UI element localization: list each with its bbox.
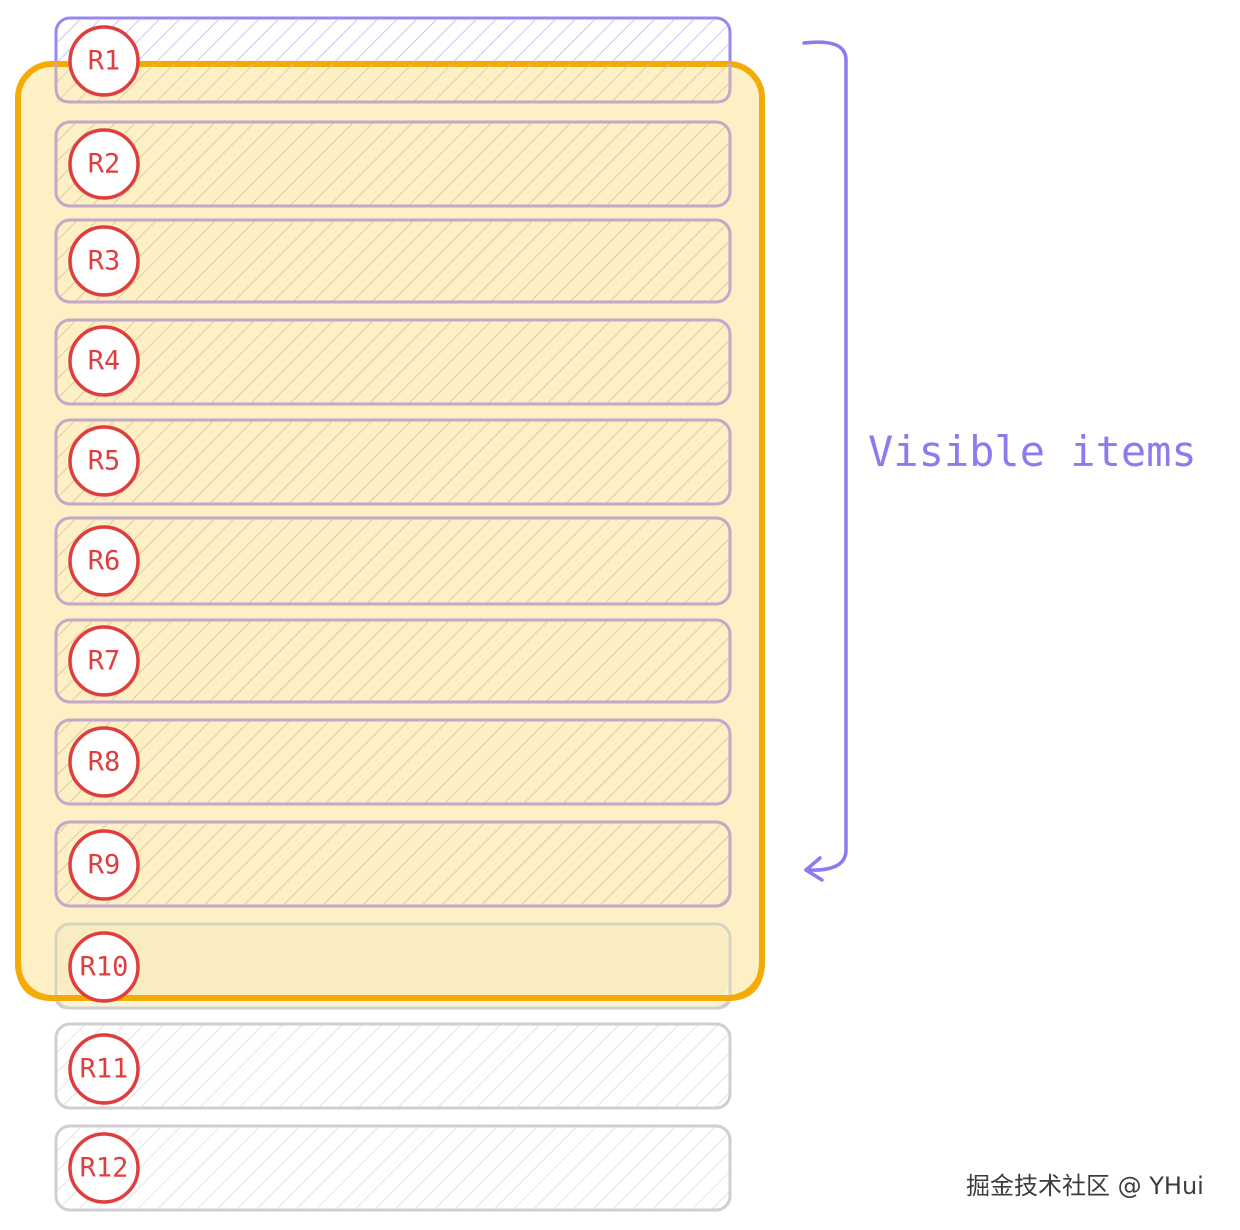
badge-r8-label: R8: [88, 747, 121, 778]
badge-r1: R1: [68, 25, 140, 97]
badge-r6-label: R6: [88, 546, 121, 577]
badge-r5-label: R5: [88, 446, 121, 477]
badge-r7-label: R7: [88, 646, 121, 677]
badge-r5: R5: [68, 425, 140, 497]
badge-r8: R8: [68, 726, 140, 798]
watermark: 掘金技术社区 @ YHui: [966, 1172, 1204, 1200]
badge-r10-label: R10: [80, 952, 129, 983]
visible-items-bracket: [802, 40, 848, 882]
badge-r2-label: R2: [88, 149, 121, 180]
badge-r12-label: R12: [80, 1153, 129, 1184]
badge-r12: R12: [68, 1132, 140, 1204]
badge-r11: R11: [68, 1033, 140, 1105]
badge-r4: R4: [68, 325, 140, 397]
row-r5: [54, 418, 732, 506]
row-r1-overlay: [54, 64, 732, 104]
badge-r9-label: R9: [88, 850, 121, 881]
row-r9: [54, 820, 732, 908]
row-r3: [54, 218, 732, 304]
badge-r7: R7: [68, 625, 140, 697]
badge-r11-label: R11: [80, 1054, 129, 1085]
badge-r10: R10: [68, 931, 140, 1003]
badge-r3-label: R3: [88, 246, 121, 277]
row-r6: [54, 516, 732, 606]
row-r7: [54, 618, 732, 704]
badge-r6: R6: [68, 525, 140, 597]
bracket-arrow-head-icon: [804, 856, 824, 882]
row-r8: [54, 718, 732, 806]
row-r10: [54, 922, 732, 1010]
viewport-bottom-edge: [15, 959, 765, 1001]
visible-items-label: Visible items: [868, 427, 1197, 476]
badge-r4-label: R4: [88, 346, 121, 377]
row-r11: [54, 1022, 732, 1110]
badge-r9: R9: [68, 829, 140, 901]
badge-r3: R3: [68, 225, 140, 297]
row-r2: [54, 120, 732, 208]
row-r4: [54, 318, 732, 406]
badge-r2: R2: [68, 128, 140, 200]
row-r12: [54, 1124, 732, 1212]
badge-r1-label: R1: [88, 46, 121, 77]
